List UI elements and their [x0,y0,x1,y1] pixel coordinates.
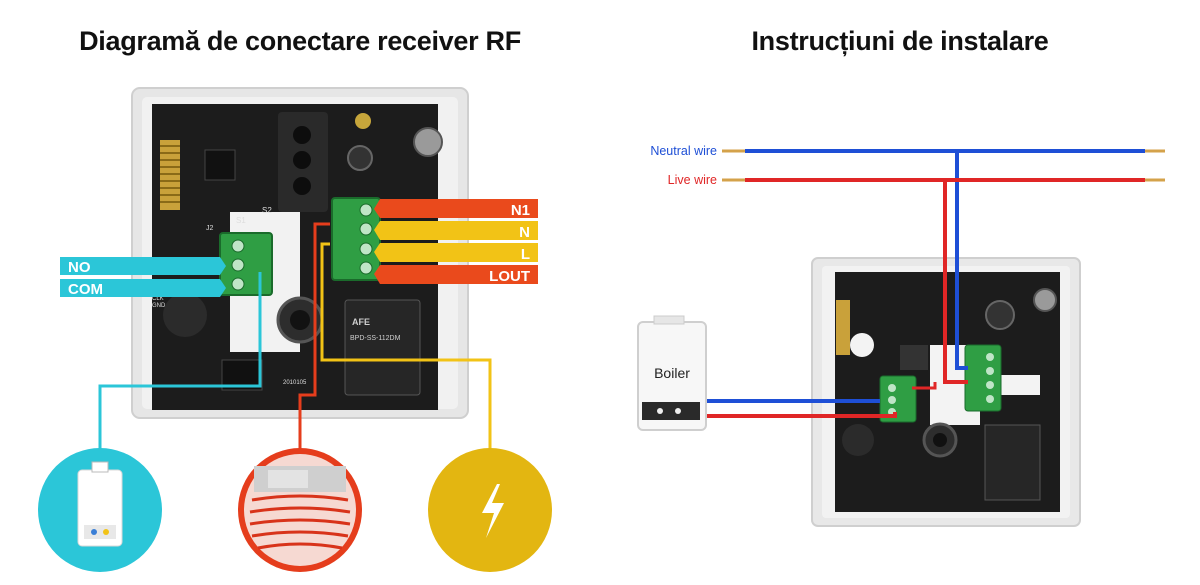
green-terminal-right-right [964,344,1002,412]
terminal-label-com: COM [60,279,226,298]
boiler-wire-red [705,412,897,418]
boiler-label: Boiler [654,365,690,381]
silkscreen-j2: J2 [206,225,214,232]
boiler-device: Boiler [637,315,707,431]
neutral-wire [722,149,1165,370]
live-wire-label: Live wire [668,173,717,187]
antenna-spring [160,140,180,210]
floor-heating-icon [238,448,362,572]
silkscreen-clk: CLK [152,296,164,302]
silkscreen-gnd: GND [152,303,166,309]
left-wiring-diagram: AFE BPD-SS-112DM S1 S2 J2 CLK GND 201010… [38,87,552,572]
buzzer-2 [163,293,207,337]
relay-model-label: BPD-SS-112DM [350,335,401,342]
terminal-label-lout: LOUT [374,265,538,285]
label-n: N [519,224,530,241]
label-lout: LOUT [489,268,530,285]
silkscreen-s2: S2 [262,206,272,215]
power-lightning-icon [428,448,552,572]
wire-to-floor-heating [298,222,330,450]
live-wire [722,178,1165,384]
silkscreen-s1: S1 [236,216,246,225]
label-no: NO [68,259,91,276]
green-terminal-right [331,197,381,281]
silkscreen-board-code: 2010105 [283,380,307,386]
terminal-label-n1: N1 [374,199,538,219]
wire-to-boiler [98,272,262,450]
terminal-label-l: L [374,243,538,263]
antenna-spring-right [836,300,850,355]
capacitor [413,127,443,157]
boiler-icon [38,448,162,572]
left-panel-title: Diagramă de conectare receiver RF [79,26,521,56]
terminal-label-n: N [374,221,538,241]
wire-to-power [320,242,492,450]
label-l: L [521,246,530,263]
relay-brand-label: AFE [352,317,370,327]
relay [344,299,421,396]
label-n1: N1 [511,202,530,219]
right-panel-title: Instrucțiuni de instalare [751,26,1049,56]
right-installation-diagram: Neutral wire Live wire Boiler [637,144,1165,527]
neutral-wire-label: Neutral wire [650,144,717,158]
label-com: COM [68,281,103,298]
terminal-label-no: NO [60,257,226,276]
green-terminal-left [219,232,273,296]
